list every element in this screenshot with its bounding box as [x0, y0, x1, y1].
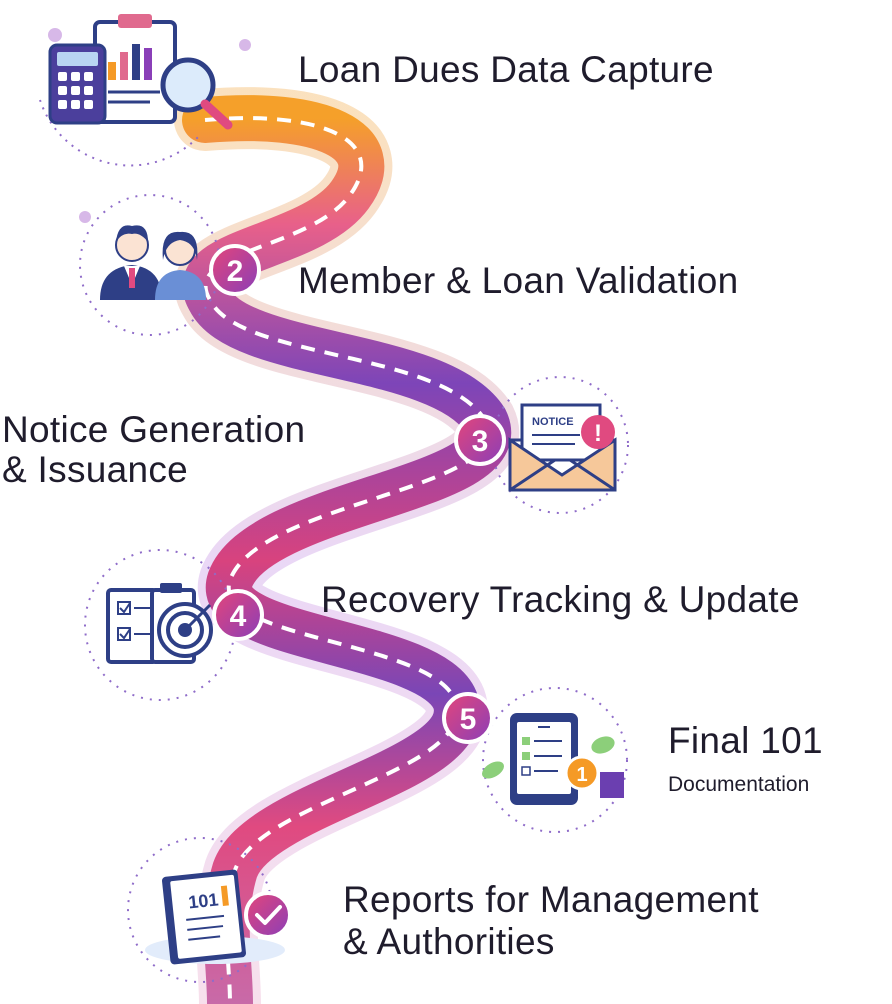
svg-text:3: 3 [472, 425, 489, 458]
step-5-label: Final 101 [668, 720, 823, 761]
step-3-label-line2: & Issuance [2, 449, 189, 490]
svg-text:!: ! [594, 420, 602, 447]
report-101-checkmark-icon: 101 [127, 837, 292, 983]
step-1-label: Loan Dues Data Capture [298, 49, 714, 90]
svg-text:5: 5 [460, 703, 477, 736]
step-2-label: Member & Loan Validation [298, 260, 739, 301]
notice-envelope-icon: NOTICE ! [491, 376, 629, 514]
svg-text:4: 4 [230, 600, 247, 633]
svg-text:NOTICE: NOTICE [532, 416, 574, 428]
step-badge-4: 4 [212, 589, 264, 641]
svg-text:1: 1 [576, 764, 587, 786]
svg-text:2: 2 [227, 255, 244, 288]
two-members-icon [79, 194, 221, 336]
step-6-label-line2: & Authorities [343, 921, 555, 962]
calculator-report-magnifier-icon [39, 14, 251, 167]
step-badge-5: 5 [442, 692, 494, 744]
road-center-dashes [203, 116, 491, 1004]
tablet-checklist-icon: 1 [482, 687, 628, 833]
step-badge-3: 3 [454, 414, 506, 466]
svg-text:101: 101 [187, 889, 219, 912]
step-3-label-line1: Notice Generation [2, 409, 306, 450]
step-badge-2: 2 [209, 244, 261, 296]
checklist-target-icon [84, 549, 236, 701]
step-6-label-line1: Reports for Management [343, 879, 759, 920]
step-4-label: Recovery Tracking & Update [321, 579, 800, 620]
step-5-sublabel: Documentation [668, 773, 810, 796]
